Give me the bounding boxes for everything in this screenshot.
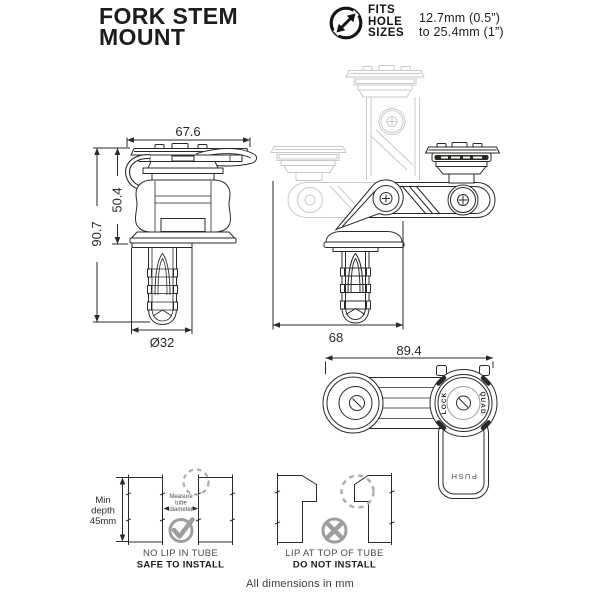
top-view-tab-left — [436, 365, 447, 376]
lever-text-push: PUSH — [450, 472, 477, 481]
top-view: 89.4 PUSH — [322, 343, 498, 499]
dim-top-width: 89.4 — [396, 343, 421, 358]
dim-side-width: 67.6 — [175, 124, 200, 139]
min-depth-arrow — [116, 477, 129, 542]
tube-wall — [128, 477, 163, 543]
dim-side-insert-diameter: Ø32 — [150, 335, 175, 350]
fits-label-line1: FITS — [368, 4, 396, 16]
top-view-tab-right — [479, 365, 490, 376]
fits-size-line1: 12.7mm (0.5”) — [419, 11, 501, 25]
cross-circle-icon — [321, 517, 348, 544]
fits-size-range: 12.7mm (0.5”) to 25.4mm (1”) — [419, 11, 504, 39]
tube-wall-with-lip — [354, 475, 392, 543]
ghost-vertical-position — [345, 65, 425, 180]
safe-caption: NO LIP IN TUBE — [143, 548, 218, 559]
measure-line-3: diameter — [169, 507, 192, 513]
unsafe-caption: LIP AT TOP OF TUBE — [285, 548, 383, 559]
min-depth-line-1: Min — [95, 495, 110, 506]
min-depth-line-3: 45mm — [90, 516, 116, 527]
head-text-lock: LOCK — [441, 392, 448, 414]
fits-label-line3: SIZES — [368, 27, 405, 39]
highlight-dashed-circle — [182, 468, 210, 496]
dim-front-width: 68 — [329, 330, 343, 345]
page-title-line2: MOUNT — [99, 23, 186, 50]
install-guide-unsafe: LIP AT TOP OF TUBE DO NOT INSTALL — [274, 473, 395, 571]
diameter-range-icon — [329, 6, 363, 40]
dim-side-width-lines — [126, 137, 251, 147]
install-guide-safe: Min depth 45mm Measure tube diameter NO … — [90, 468, 236, 571]
side-view: 67.6 90.7 50.4 — [89, 124, 258, 350]
tube-wall-with-lip — [277, 475, 317, 543]
ghost-left-position — [270, 146, 380, 218]
dim-side-upper-height: 50.4 — [110, 187, 125, 212]
front-view-mount-head — [424, 142, 501, 184]
side-view-expander-stem — [147, 247, 178, 326]
side-view-body — [129, 161, 237, 248]
front-view-elbow — [334, 179, 404, 231]
measure-line-1: Measure — [169, 494, 193, 500]
dim-top-width-lines — [325, 357, 494, 374]
page-title-line1: FORK STEM — [99, 3, 239, 29]
head-text-quad: QUAD — [479, 391, 486, 414]
dim-side-total-height: 90.7 — [89, 221, 104, 246]
dimensions-note: All dimensions in mm — [246, 578, 354, 590]
highlight-dashed-circle — [340, 474, 375, 509]
front-view-stem — [323, 231, 405, 324]
safe-verdict: SAFE TO INSTALL — [137, 560, 225, 571]
unsafe-verdict: DO NOT INSTALL — [293, 560, 376, 571]
top-view-pivot-ring — [322, 372, 384, 434]
dim-side-diameter-lines — [131, 248, 193, 334]
top-view-arm — [355, 377, 455, 429]
top-view-quadlock-head: LOCK QUAD — [429, 369, 498, 437]
page-title: FORK STEM MOUNT — [99, 3, 239, 50]
min-depth-line-2: depth — [91, 506, 115, 517]
fits-label-line2: HOLE — [368, 15, 403, 28]
dim-front-width-lines — [272, 181, 404, 330]
check-circle-icon — [168, 517, 195, 543]
head-logo-band — [434, 155, 489, 160]
fits-size-line2: to 25.4mm (1”) — [419, 24, 504, 39]
measure-line-2: tube — [175, 501, 187, 507]
front-view: 68 — [270, 65, 501, 345]
tube-wall — [198, 477, 233, 543]
fits-hole-sizes-label: FITS HOLE SIZES — [368, 4, 405, 40]
